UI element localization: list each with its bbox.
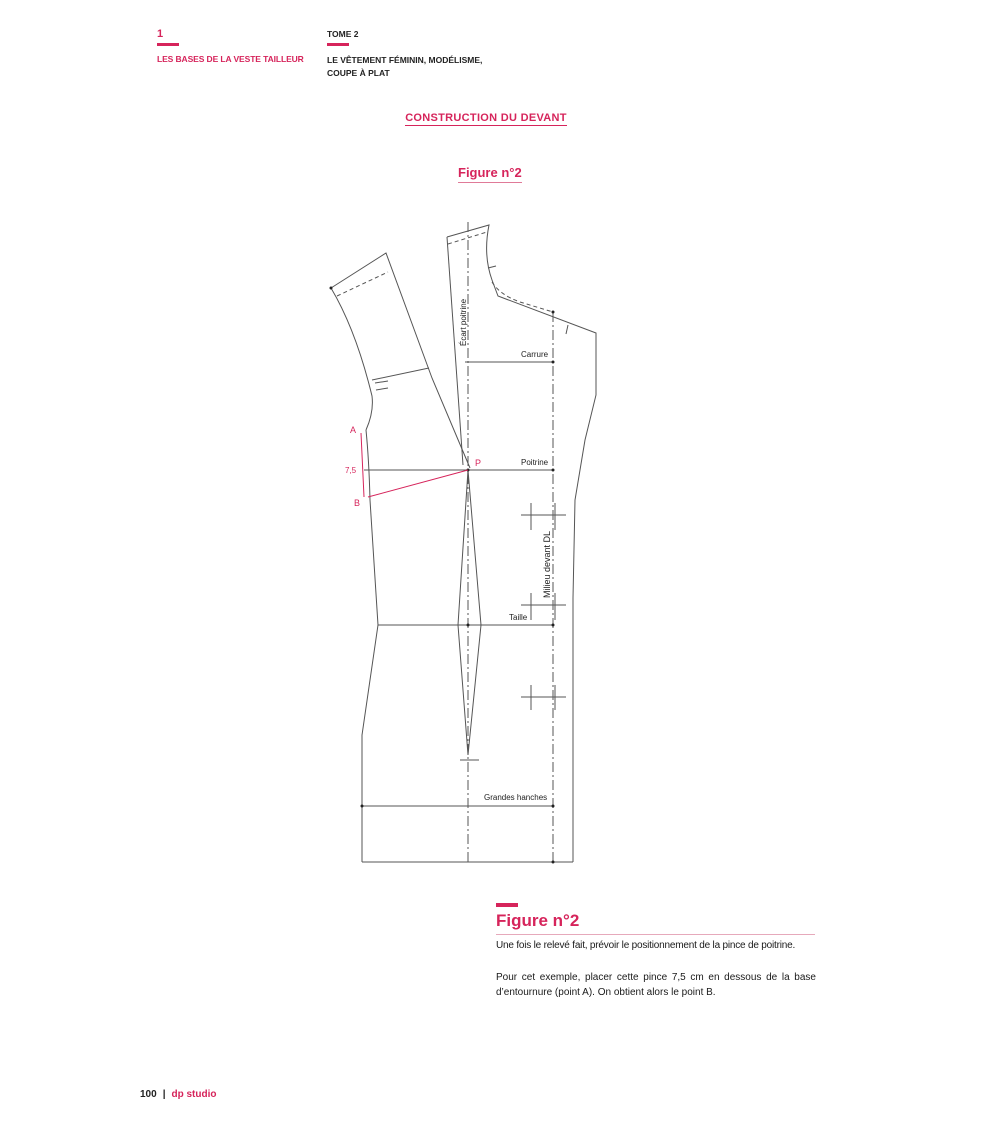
label-grandes-hanches: Grandes hanches [484,793,547,802]
footer-separator: | [162,1089,166,1100]
section-title: CONSTRUCTION DU DEVANT [405,112,567,126]
tome-label: TOME 2 [327,29,359,39]
label-poitrine: Poitrine [521,458,549,467]
label-taille: Taille [509,613,528,622]
caption-accent-bar [496,903,518,907]
label-point-p: P [475,458,481,468]
label-carrure: Carrure [521,350,549,359]
label-point-b: B [354,498,360,508]
chapter-number: 1 [157,28,164,40]
chapter-title: LES BASES DE LA VESTE TAILLEUR [157,54,304,64]
chapter-accent-bar [157,43,179,46]
page-footer: 100 | dp studio [140,1089,217,1100]
publisher-brand: dp studio [171,1089,217,1100]
caption-title: Figure n°2 [496,911,815,935]
label-milieu-devant: Milieu devant DL [542,531,552,598]
tome-subtitle: LE VÊTEMENT FÉMININ, MODÉLISME, COUPE À … [327,55,483,78]
front-panel-outline [446,224,597,862]
figure-title: Figure n°2 [458,165,522,183]
dart-line-b-p [367,469,469,498]
label-measure: 7,5 [345,466,357,475]
measure-line-a-b [360,432,365,498]
label-ecart-poitrine: Écart poitrine [459,298,468,346]
label-point-a: A [350,425,356,435]
caption-paragraph-1: Une fois le relevé fait, prévoir le posi… [496,940,796,951]
caption-paragraph-2: Pour cet exemple, placer cette pince 7,5… [496,972,816,998]
section-title-wrap: CONSTRUCTION DU DEVANT [0,108,1000,126]
page-number: 100 [140,1089,157,1100]
tome-accent-bar [327,43,349,46]
side-panel-outline [330,252,471,469]
